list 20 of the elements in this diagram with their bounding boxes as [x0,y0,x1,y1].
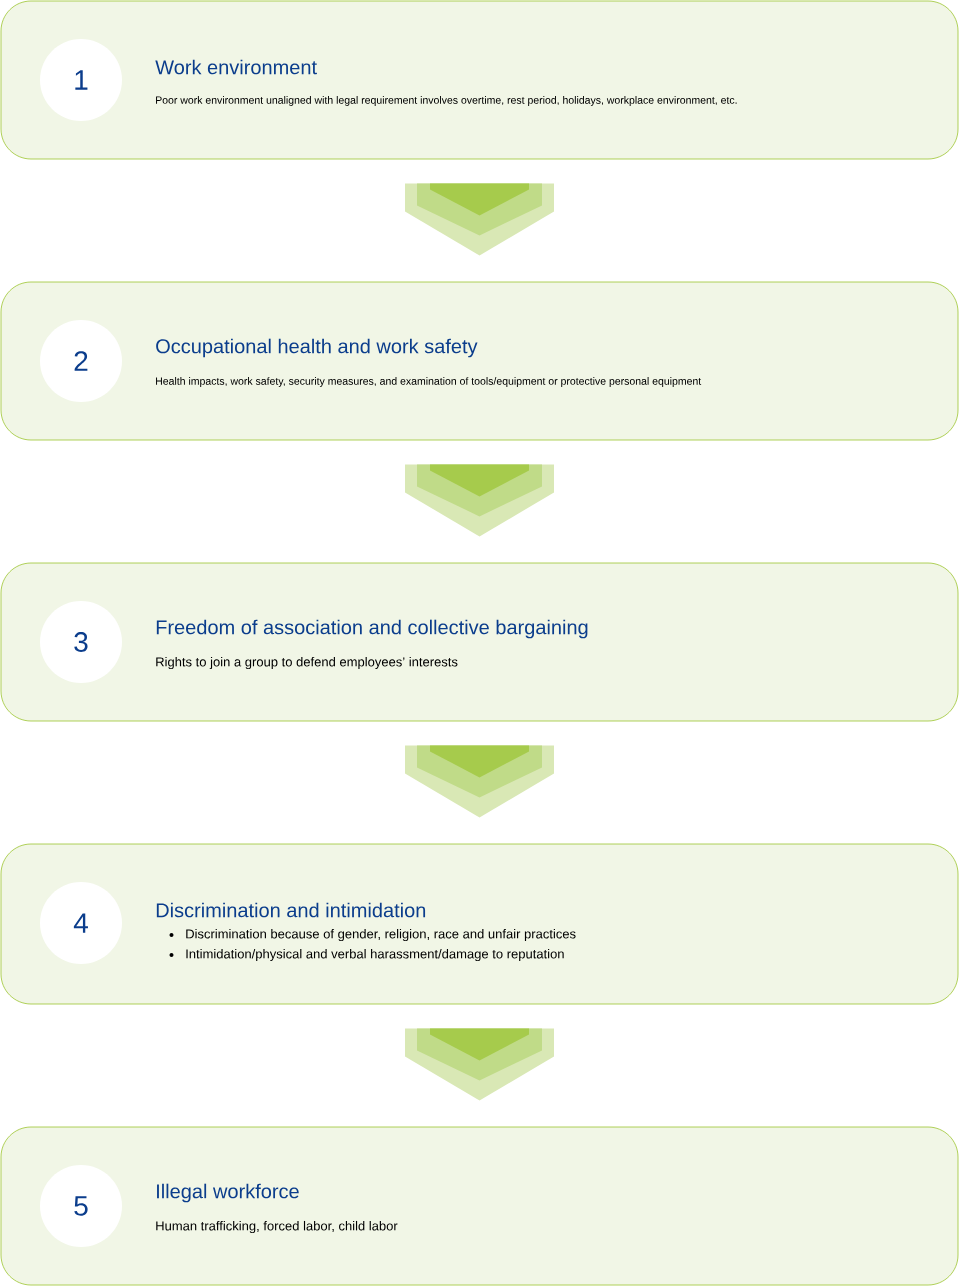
topic-title: Discrimination and intimidation [156,902,426,918]
bullet-item: Intimidation/physical and verbal harassment/damage to reputation [186,948,564,962]
topic-box [0,843,959,1005]
chevron-arrow [405,745,554,818]
topic-description: Rights to join a group to defend employees’ interests [156,656,458,670]
topic-title: Illegal workforce [157,1183,299,1203]
bullet-item: Discrimination because of gender, religion, race and unfair practices [186,928,576,942]
topic-title: Occupational health and work safety [156,338,478,358]
topic-description: Human trafficking, forced labor, child labor [156,1220,398,1234]
topic-title: Freedom of association and collective bargaining [156,619,588,639]
topic-description: Health impacts, work safety, security measures, and examination of tools/equipment or protective personal equipment [156,377,702,387]
chevron-arrow [405,464,554,537]
topic-description: Poor work environment unaligned with legal requirement involves overtime, rest period, holidays, workplace environment, etc. [156,96,737,106]
topic-box [0,562,959,722]
topic-title: Work environment [155,59,317,75]
topic-box [0,0,959,160]
topic-box [0,1126,959,1286]
chevron-arrow [405,1028,554,1101]
chevron-arrow [405,183,554,256]
topic-box [0,281,959,441]
